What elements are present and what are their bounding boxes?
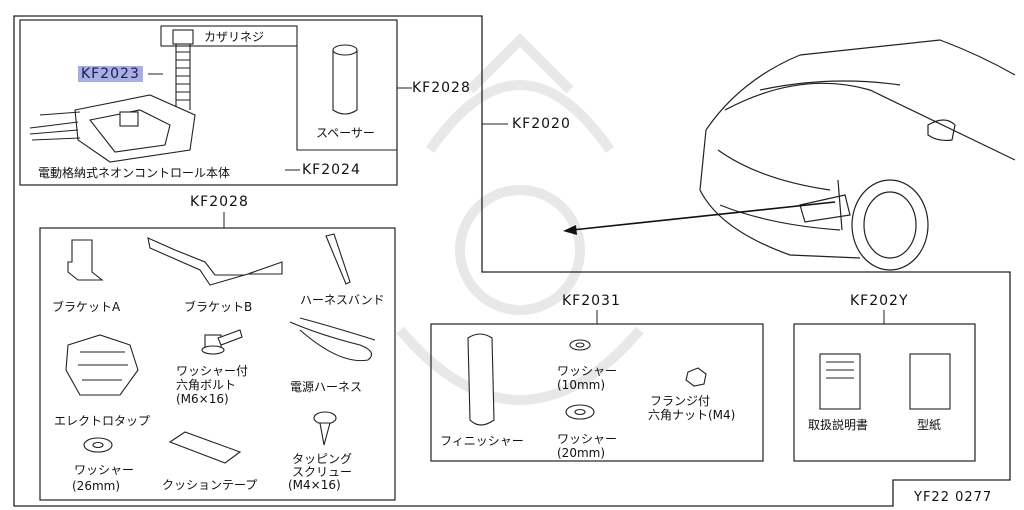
label-decor-screw: カザリネジ bbox=[204, 30, 265, 44]
manual-drawing bbox=[819, 353, 861, 410]
label-bracket-b: ブラケットB bbox=[184, 300, 253, 314]
mount-arrow bbox=[571, 201, 836, 231]
code-kf2023[interactable]: KF2023 bbox=[78, 66, 143, 82]
power-harness-drawing bbox=[289, 317, 376, 362]
code-kf2028-kit[interactable]: KF2028 bbox=[190, 194, 249, 210]
spacer-drawing bbox=[332, 44, 358, 115]
label-washer10-2: (10mm) bbox=[557, 378, 606, 392]
label-washer26-1: ワッシャー bbox=[74, 463, 135, 477]
kf2028-kit-box bbox=[39, 227, 396, 501]
label-power-harness: 電源ハーネス bbox=[290, 380, 363, 394]
label-washer20-2: (20mm) bbox=[557, 446, 606, 460]
label-washer-bolt-2: 六角ボルト bbox=[176, 378, 237, 392]
label-flange-2: 六角ナット(M4) bbox=[648, 408, 736, 422]
label-harness-band: ハーネスバンド bbox=[300, 293, 385, 307]
control-unit-box bbox=[19, 19, 398, 186]
label-washer-bolt-1: ワッシャー付 bbox=[176, 364, 249, 378]
electro-tap-drawing bbox=[65, 334, 139, 396]
label-bracket-a: ブラケットA bbox=[52, 300, 121, 314]
template-drawing bbox=[909, 353, 951, 410]
decor-screw-hose bbox=[172, 29, 194, 110]
harness-band-drawing bbox=[325, 233, 351, 285]
label-washer10-1: ワッシャー bbox=[557, 364, 618, 378]
code-kf202y[interactable]: KF202Y bbox=[850, 293, 909, 309]
label-manual: 取扱説明書 bbox=[808, 418, 869, 432]
label-washer20-1: ワッシャー bbox=[557, 432, 618, 446]
label-washer26-2: (26mm) bbox=[72, 479, 121, 493]
label-electro-tap: エレクトロタップ bbox=[54, 414, 151, 428]
code-kf2024[interactable]: KF2024 bbox=[302, 162, 361, 178]
label-washer-bolt-3: (M6×16) bbox=[176, 392, 229, 406]
code-kf2020[interactable]: KF2020 bbox=[512, 116, 571, 132]
label-finisher: フィニッシャー bbox=[440, 434, 524, 448]
label-template: 型紙 bbox=[917, 418, 942, 432]
cushion-tape-drawing bbox=[168, 431, 242, 464]
label-spacer: スペーサー bbox=[316, 126, 375, 140]
code-kf2031[interactable]: KF2031 bbox=[562, 293, 621, 309]
label-tapping-1: タッピング bbox=[292, 452, 353, 466]
flange-nut-drawing bbox=[685, 367, 707, 387]
figure-id: YF22 0277 bbox=[914, 490, 993, 505]
tapping-screw-drawing bbox=[313, 411, 337, 446]
bracket-a-drawing bbox=[67, 239, 104, 281]
label-cushion-tape: クッションテープ bbox=[162, 478, 258, 492]
finisher-drawing bbox=[467, 333, 495, 426]
car-front-drawing bbox=[699, 39, 1016, 271]
decor-screw-box bbox=[160, 25, 298, 47]
outer-frame bbox=[13, 15, 1011, 507]
bracket-b-drawing bbox=[147, 237, 283, 286]
label-tapping-2: スクリュー bbox=[292, 465, 353, 479]
label-flange-1: フランジ付 bbox=[650, 394, 711, 408]
washer-bolt-drawing bbox=[201, 329, 243, 355]
label-control-unit: 電動格納式ネオンコントロール本体 bbox=[38, 166, 231, 180]
control-unit-drawing bbox=[29, 94, 196, 163]
label-tapping-3: (M4×16) bbox=[288, 478, 341, 492]
code-kf2028-top[interactable]: KF2028 bbox=[412, 80, 471, 96]
